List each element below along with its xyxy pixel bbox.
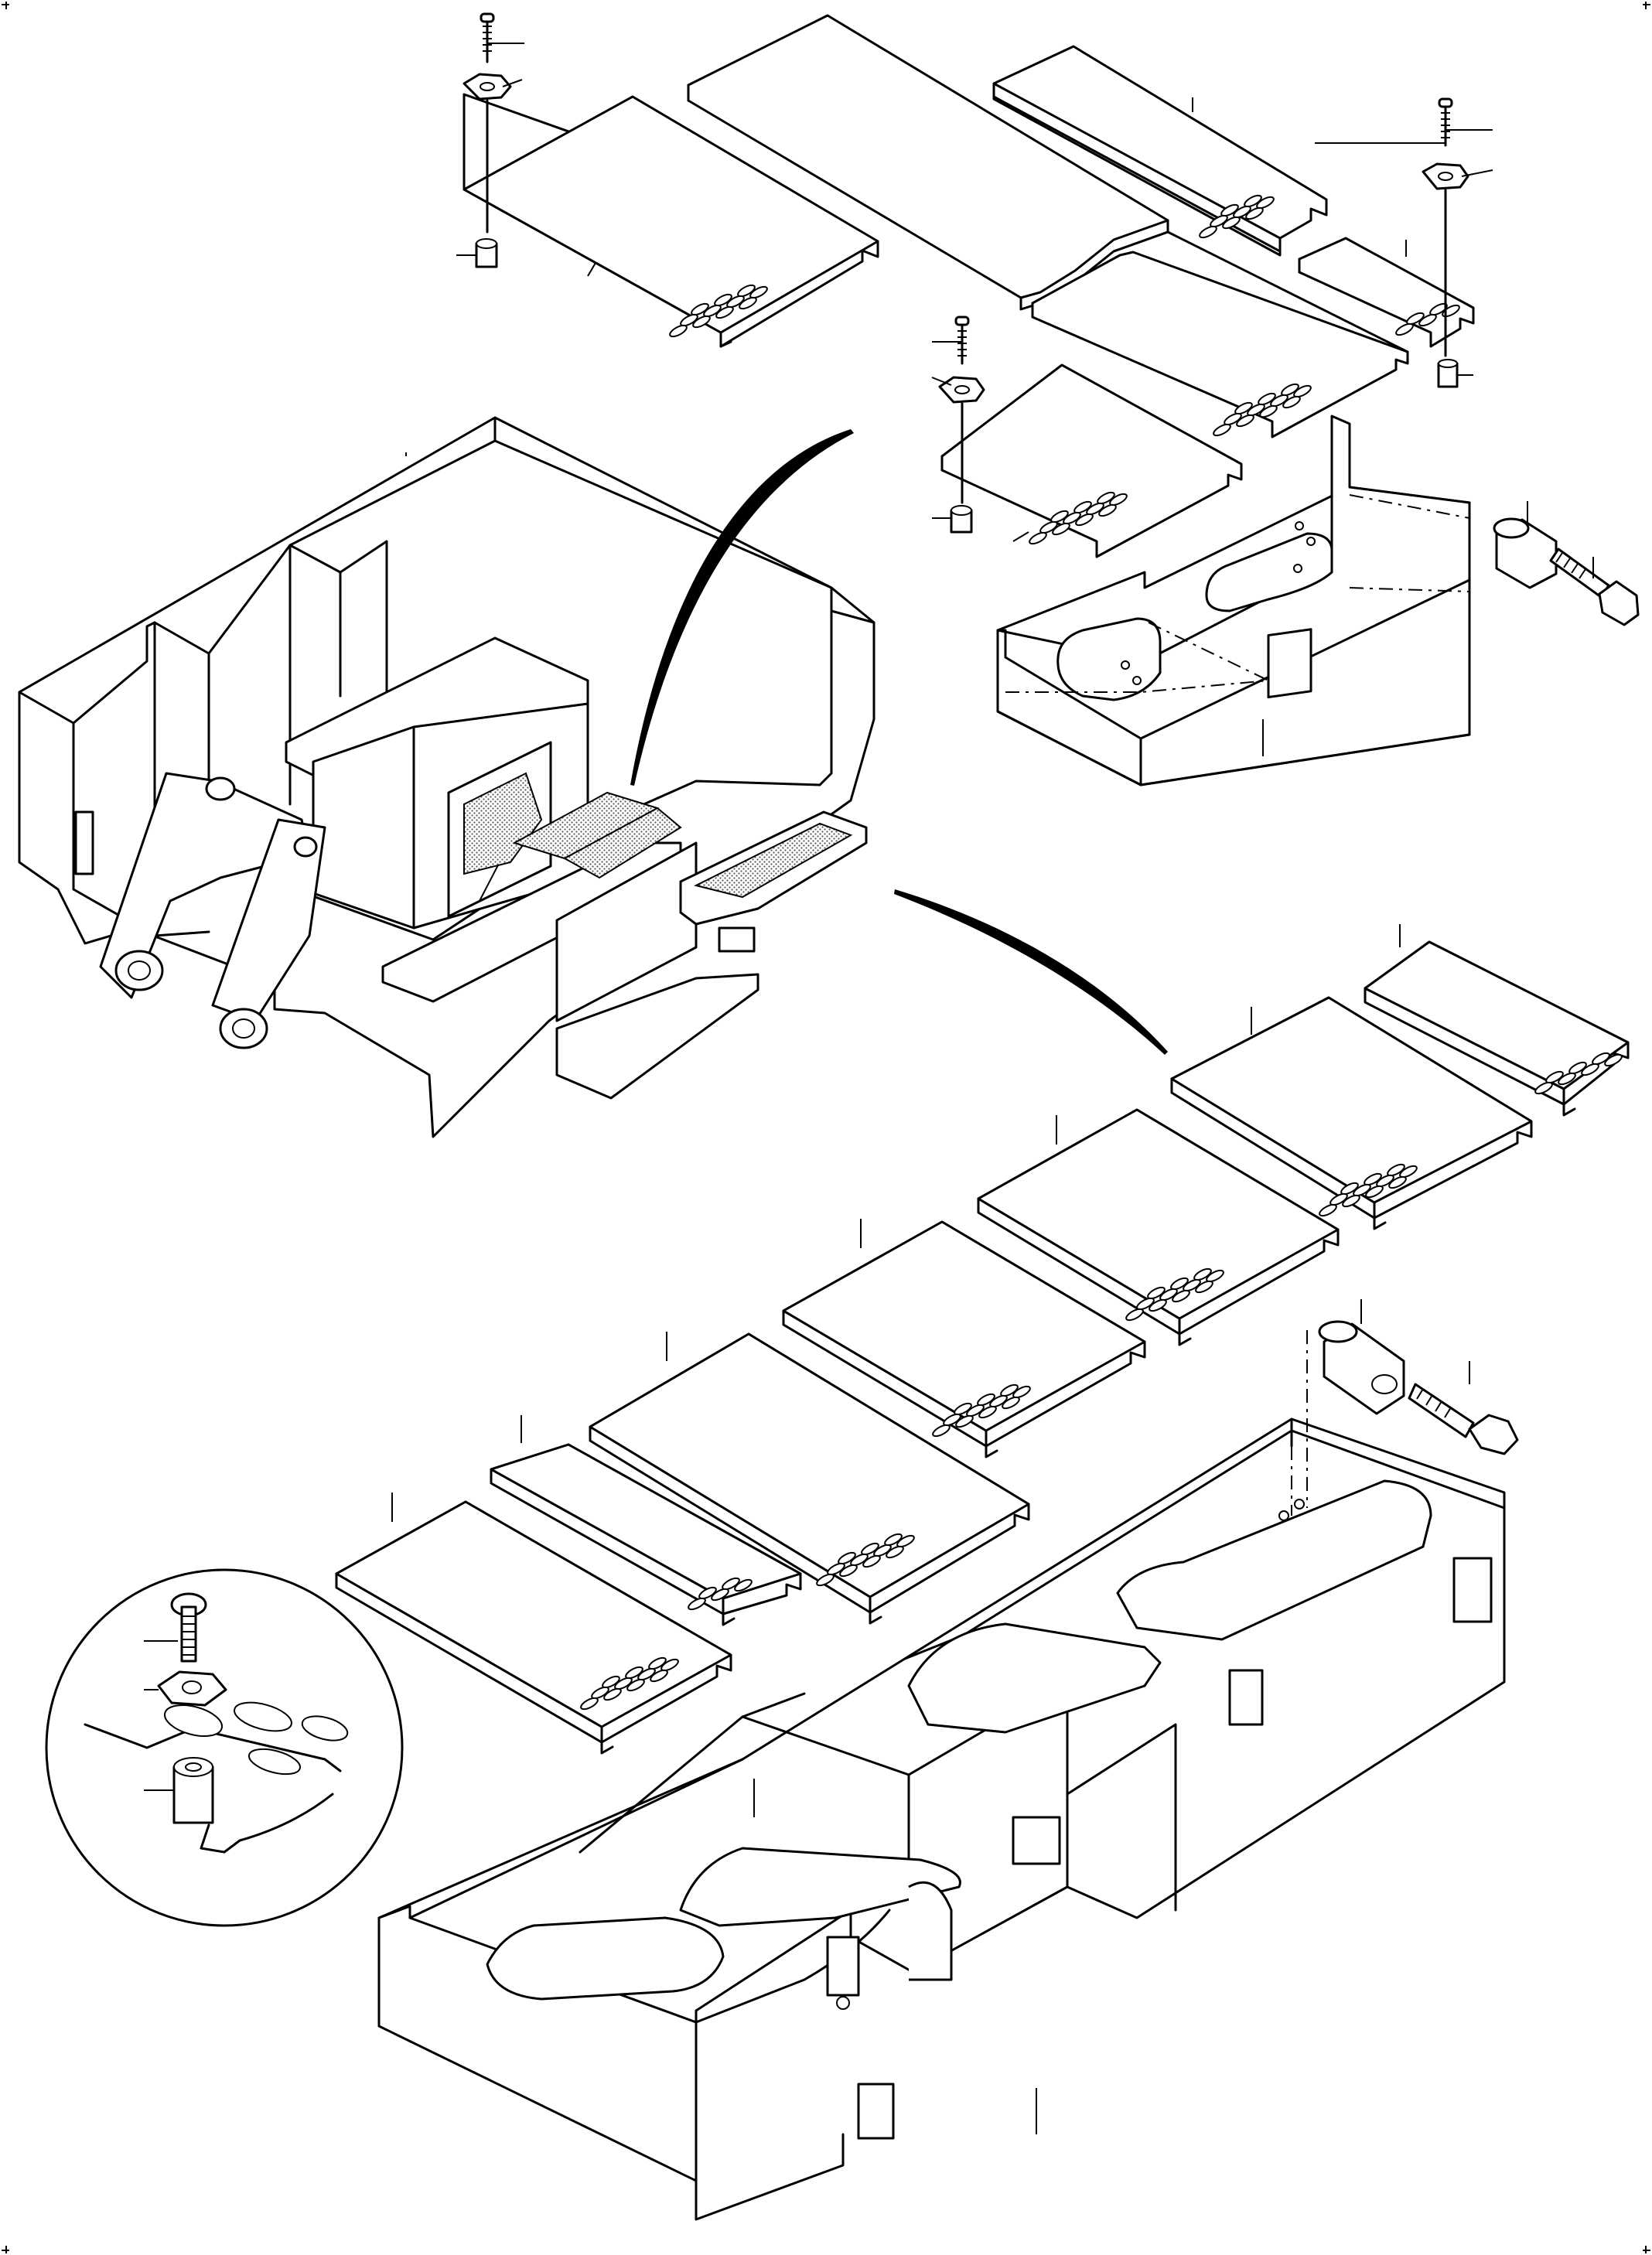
spacer-icon <box>475 238 498 268</box>
spacer-icon <box>1437 359 1459 388</box>
slot-pattern <box>1199 194 1275 239</box>
slot-pattern <box>1029 491 1128 545</box>
walkway-plate <box>490 1443 802 1626</box>
top-fasteners <box>462 12 1469 534</box>
upper-frame-bracket <box>996 414 1471 786</box>
machine-overview <box>18 416 875 1138</box>
screw-icon <box>170 1592 207 1663</box>
arrow-to-lower-group <box>894 889 1168 1055</box>
callout-leaders <box>391 43 1594 1817</box>
slot-pattern <box>580 1656 679 1711</box>
screw-icon <box>954 316 970 365</box>
slot-pattern <box>1213 383 1312 437</box>
screw-icon <box>1438 97 1453 147</box>
slot-pattern <box>932 1383 1031 1438</box>
lower-plate-slot-patterns <box>580 1052 1623 1711</box>
slot-pattern <box>669 284 768 338</box>
bolt-icon <box>1408 1383 1519 1455</box>
slot-pattern <box>816 1533 915 1587</box>
screw-icon <box>480 12 495 63</box>
bushing-icon <box>1493 517 1558 589</box>
slot-pattern <box>1125 1267 1224 1322</box>
bushing-icon <box>1318 1320 1405 1415</box>
washer-icon <box>157 1670 227 1707</box>
walkway-plate <box>1170 996 1533 1230</box>
walkway-plate <box>782 1220 1146 1458</box>
washer-icon <box>938 376 985 404</box>
walkway-plate <box>589 1332 1030 1625</box>
detail-callout <box>45 1568 404 1927</box>
washer-icon <box>1422 162 1469 190</box>
plate-c <box>992 45 1328 257</box>
slot-pattern <box>1395 302 1460 336</box>
bolt-icon <box>1549 548 1640 626</box>
spacer-icon <box>950 505 973 534</box>
plate-a <box>462 93 879 348</box>
washer-icon <box>462 73 512 101</box>
spacer-icon <box>172 1757 214 1824</box>
upper-walkway-plates <box>462 14 1475 558</box>
walkway-plate <box>1364 940 1630 1117</box>
slot-pattern <box>1534 1052 1623 1095</box>
walkway-plate <box>977 1108 1340 1346</box>
lower-frame <box>377 1330 1506 2221</box>
top-plate-slot-patterns <box>669 194 1460 545</box>
plate-d <box>1031 230 1409 438</box>
plate-f <box>940 363 1243 558</box>
slot-pattern <box>688 1577 753 1611</box>
slot-pattern <box>1319 1163 1418 1217</box>
